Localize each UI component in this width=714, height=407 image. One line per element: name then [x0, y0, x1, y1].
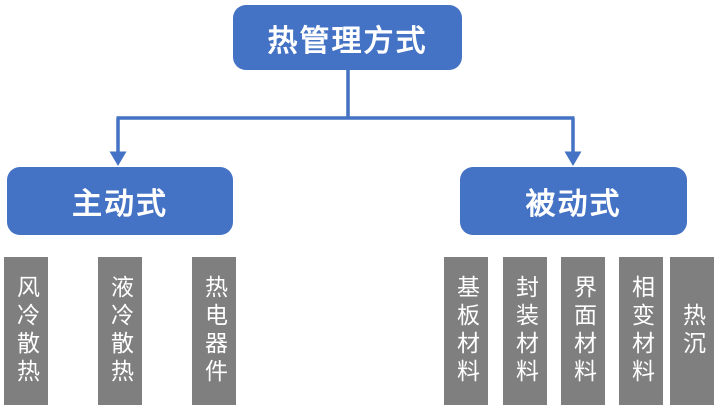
- leaf-interface-material-label: 界面材料: [570, 275, 596, 387]
- leaf-thermoelectric-device-label: 热电器件: [201, 275, 227, 387]
- leaf-air-cooling-label: 风冷散热: [13, 275, 39, 387]
- leaf-substrate-material: 基板材料: [444, 257, 488, 405]
- node-passive-label: 被动式: [525, 188, 622, 221]
- leaf-substrate-material-label: 基板材料: [453, 275, 479, 387]
- leaf-air-cooling: 风冷散热: [4, 257, 48, 405]
- leaf-packaging-material-label: 封装材料: [512, 275, 538, 387]
- leaf-interface-material: 界面材料: [561, 257, 605, 405]
- node-root-label: 热管理方式: [267, 24, 428, 58]
- leaf-heat-sink-label: 热沉: [679, 303, 705, 359]
- node-active-label: 主动式: [72, 188, 168, 221]
- leaf-liquid-cooling: 液冷散热: [98, 257, 142, 405]
- leaf-phase-change-material: 相变材料: [619, 257, 663, 405]
- node-root-thermal-management: 热管理方式: [233, 5, 462, 70]
- arrow-down-icon: [109, 151, 127, 166]
- node-passive-type: 被动式: [460, 167, 687, 235]
- leaf-liquid-cooling-label: 液冷散热: [107, 275, 133, 387]
- leaf-heat-sink: 热沉: [670, 257, 714, 405]
- arrow-down-icon: [564, 151, 582, 166]
- leaf-thermoelectric-device: 热电器件: [192, 257, 236, 405]
- connector-lines: [116, 70, 575, 152]
- leaf-packaging-material: 封装材料: [503, 257, 547, 405]
- leaf-phase-change-material-label: 相变材料: [628, 275, 654, 387]
- node-active-type: 主动式: [7, 167, 233, 235]
